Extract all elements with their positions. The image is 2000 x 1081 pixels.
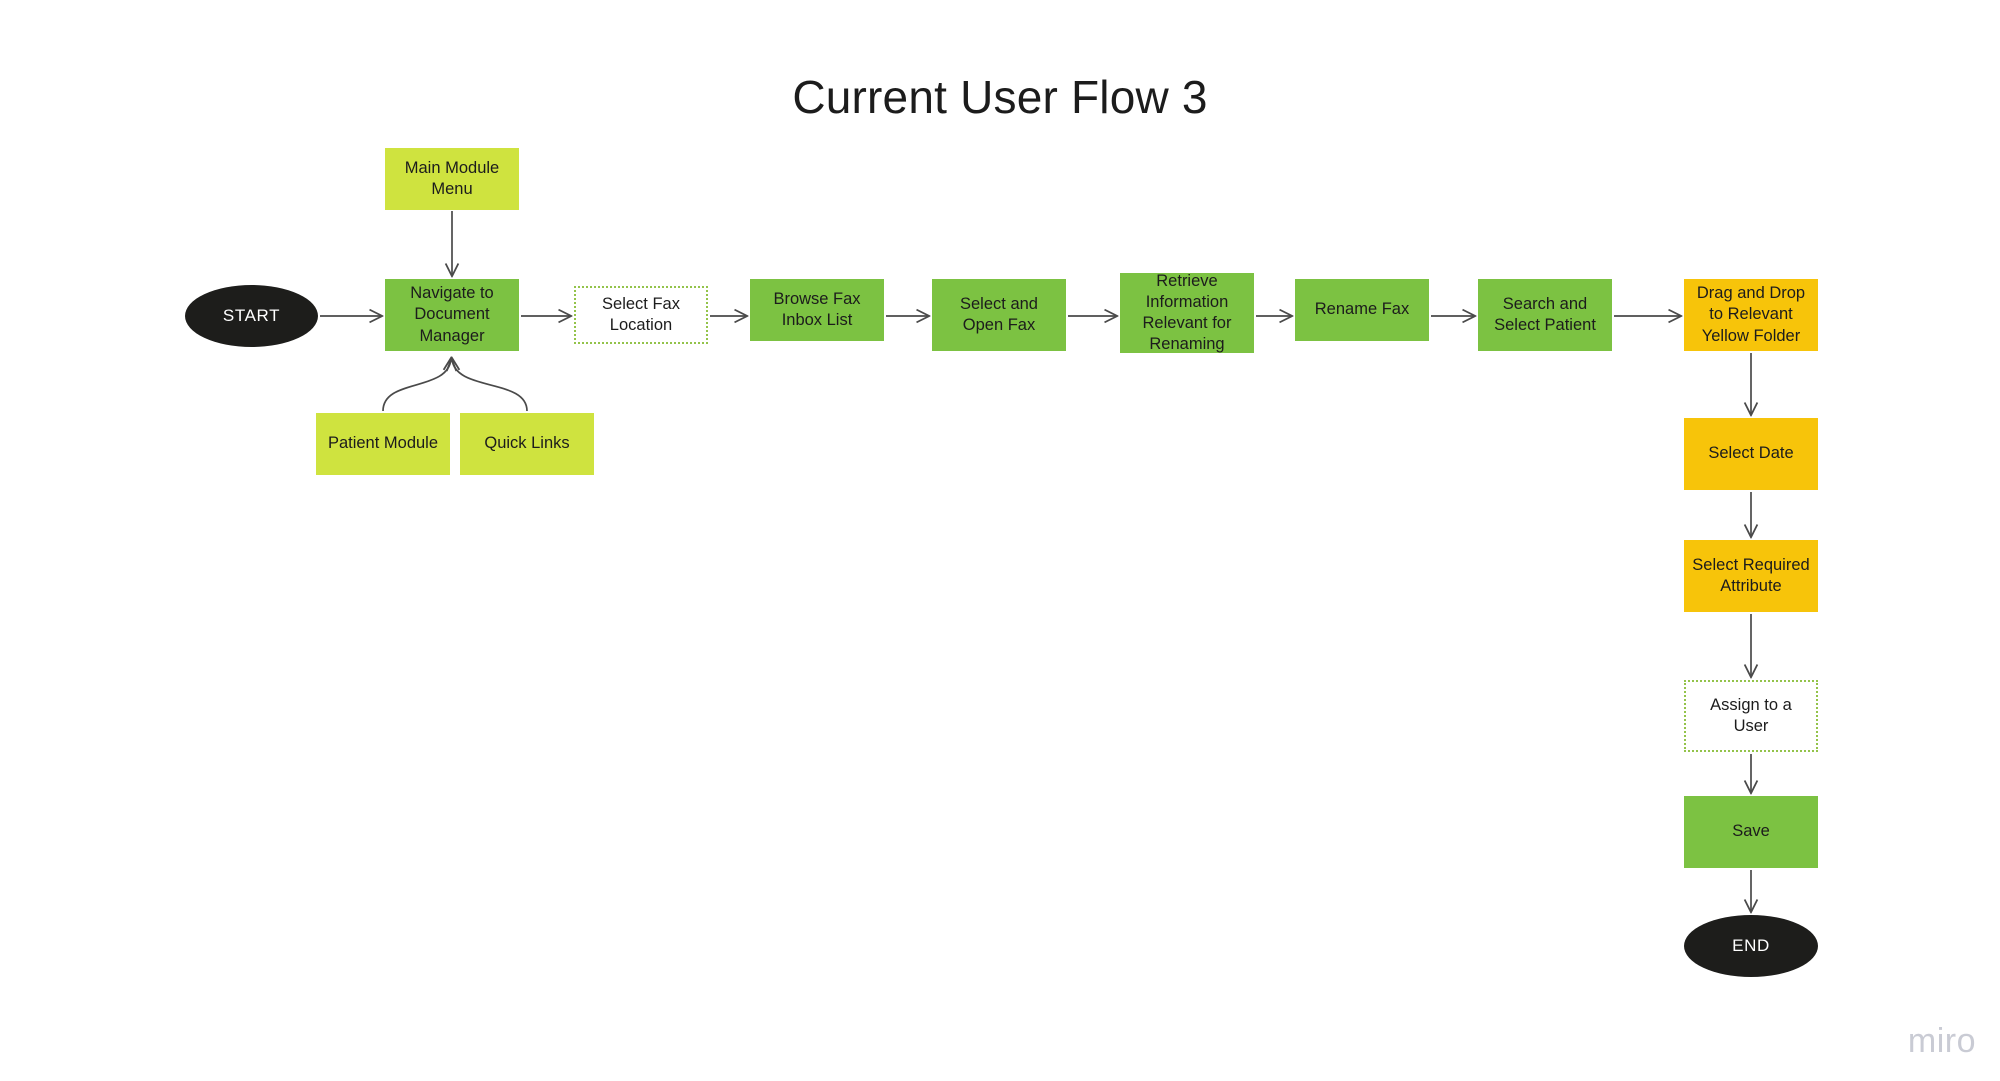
node-quick-links[interactable]: Quick Links [460, 413, 594, 475]
node-browse-fax-inbox-list[interactable]: Browse Fax Inbox List [750, 279, 884, 341]
node-start[interactable]: START [185, 285, 318, 347]
node-retrieve-information-relevant-for-renaming[interactable]: Retrieve Information Relevant for Renami… [1120, 272, 1254, 353]
edge-patientmodule-navigate [382, 359, 451, 412]
node-drag-and-drop-to-relevant-yellow-folder[interactable]: Drag and Drop to Relevant Yellow Folder [1684, 279, 1818, 351]
node-rename-fax[interactable]: Rename Fax [1295, 279, 1429, 341]
node-patient-module[interactable]: Patient Module [316, 413, 450, 475]
node-navigate-to-document-manager[interactable]: Navigate to Document Manager [385, 279, 519, 351]
node-assign-to-a-user[interactable]: Assign to a User [1684, 680, 1818, 752]
edge-quicklinks-navigate [452, 359, 528, 412]
node-select-date[interactable]: Select Date [1684, 418, 1818, 490]
node-select-required-attribute[interactable]: Select Required Attribute [1684, 540, 1818, 612]
node-select-and-open-fax[interactable]: Select and Open Fax [932, 279, 1066, 351]
node-save[interactable]: Save [1684, 796, 1818, 868]
node-search-and-select-patient[interactable]: Search and Select Patient [1478, 279, 1612, 351]
page-title: Current User Flow 3 [792, 71, 1208, 123]
node-select-fax-location[interactable]: Select Fax Location [574, 286, 708, 344]
miro-watermark: miro [1907, 1022, 1976, 1060]
node-main-module-menu[interactable]: Main Module Menu [385, 148, 519, 210]
node-end[interactable]: END [1684, 915, 1818, 977]
